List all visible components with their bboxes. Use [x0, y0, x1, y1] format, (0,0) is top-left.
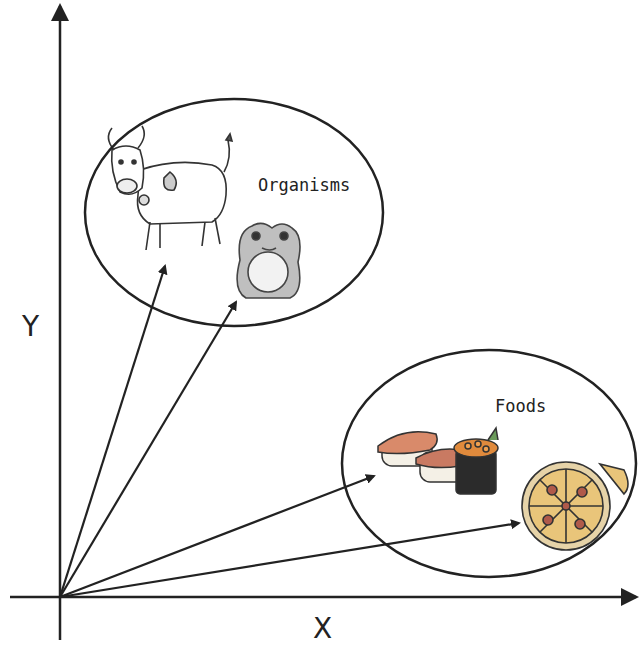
x-axis: [10, 596, 636, 599]
group-label: Foods: [495, 396, 546, 416]
vectors: [60, 266, 519, 597]
group-ellipse: Foods: [340, 348, 638, 579]
pizza-picture: [522, 462, 628, 550]
group-ellipse: Organisms: [83, 97, 385, 328]
group-label: Organisms: [258, 175, 350, 195]
frog-picture: [237, 223, 300, 298]
ellipse-outline: [83, 97, 385, 328]
sushi-picture: [378, 428, 498, 494]
cow-picture: [108, 126, 232, 250]
axis-label: X: [313, 612, 332, 645]
y-axis: [59, 6, 62, 640]
ellipse-outline: [340, 348, 638, 579]
axis-label: Y: [22, 310, 39, 343]
